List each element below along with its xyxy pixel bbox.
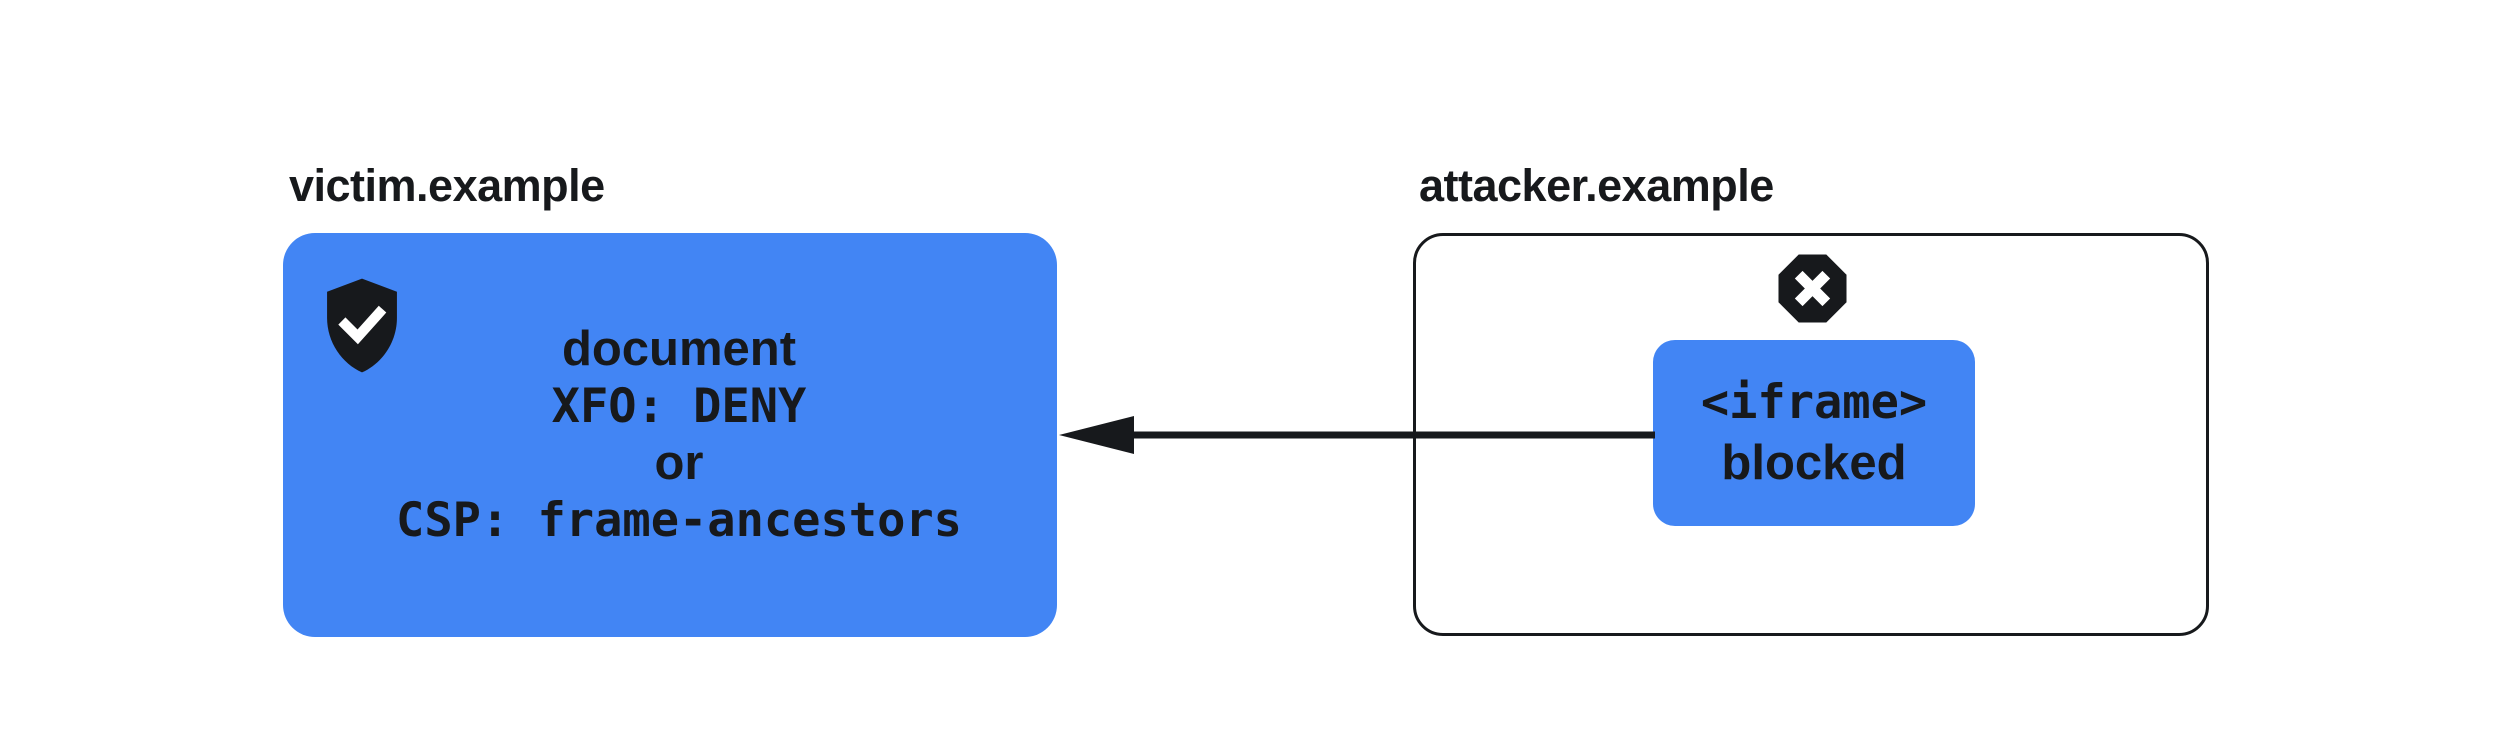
xfo-deny-line: XFO: DENY [551, 379, 807, 434]
document-line: document [561, 322, 797, 376]
blocked-line: blocked [1721, 436, 1907, 490]
shield-check-icon [325, 278, 399, 373]
blocked-iframe-box: <iframe> blocked [1653, 340, 1975, 526]
csp-frame-ancestors-line: CSP: frame-ancestors [396, 493, 962, 548]
victim-domain-label: victim.example [289, 160, 605, 211]
victim-document-box: document XFO: DENY or CSP: frame-ancesto… [283, 233, 1057, 637]
iframe-tag-line: <iframe> [1700, 375, 1928, 430]
blocked-cross-icon [1773, 250, 1852, 327]
or-line: or [654, 436, 704, 490]
security-headers-text: document XFO: DENY or CSP: frame-ancesto… [283, 233, 1057, 637]
embed-request-blocked-arrow [1059, 416, 1655, 454]
attacker-domain-label: attacker.example [1419, 160, 1774, 211]
